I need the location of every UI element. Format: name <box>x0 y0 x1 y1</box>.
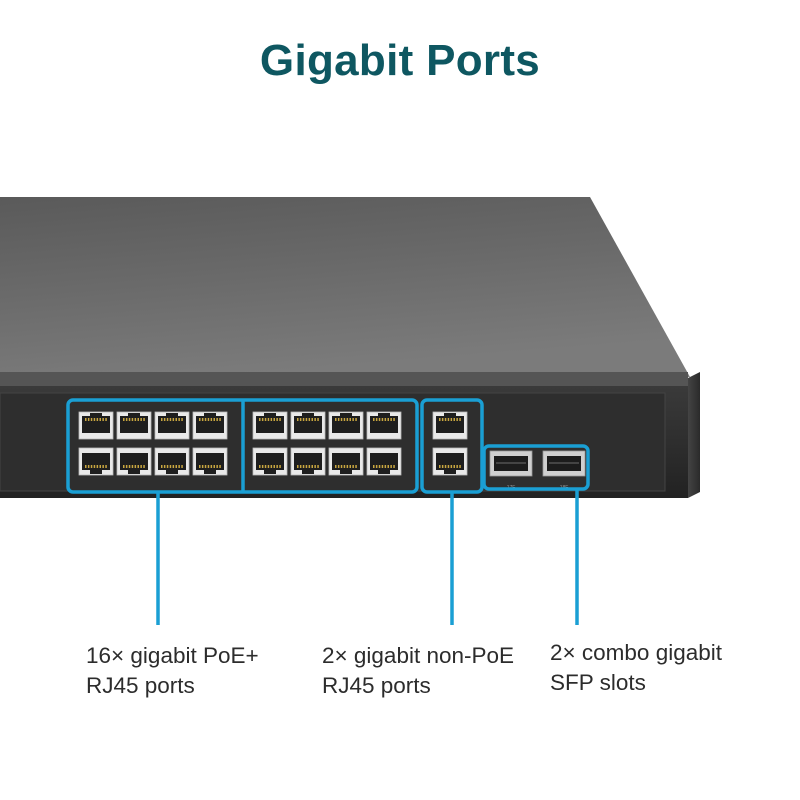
rj45-port <box>290 447 326 476</box>
rj45-port <box>192 411 228 440</box>
rj45-port <box>432 447 468 476</box>
poe-ports-label: 16× gigabit PoE+ RJ45 ports <box>86 641 259 701</box>
poe-label-line2: RJ45 ports <box>86 673 195 698</box>
switch-top-surface <box>0 197 690 377</box>
callout-lines <box>156 489 579 625</box>
rj45-port <box>432 411 468 440</box>
nonpoe-label-line2: RJ45 ports <box>322 673 431 698</box>
sfp-label-line2: SFP slots <box>550 670 646 695</box>
rj45-port-grid <box>78 411 468 476</box>
sfp-highlight-box <box>482 444 590 491</box>
rj45-port <box>328 447 364 476</box>
switch-side <box>688 372 700 498</box>
rj45-port <box>154 447 190 476</box>
rj45-port <box>328 411 364 440</box>
sfp-slot: 17F <box>489 450 533 491</box>
rj45-port <box>116 411 152 440</box>
rj45-port <box>366 447 402 476</box>
rj45-port <box>154 411 190 440</box>
rj45-port <box>366 411 402 440</box>
poe-label-line1: 16× gigabit PoE+ <box>86 643 259 668</box>
rj45-port <box>252 411 288 440</box>
rj45-port <box>252 447 288 476</box>
nonpoe-ports-label: 2× gigabit non-PoE RJ45 ports <box>322 641 514 701</box>
sfp-slots-label: 2× combo gigabit SFP slots <box>550 638 722 698</box>
rj45-port <box>290 411 326 440</box>
rj45-port <box>192 447 228 476</box>
nonpoe-label-line1: 2× gigabit non-PoE <box>322 643 515 668</box>
page-title: Gigabit Ports <box>259 36 541 85</box>
rj45-port <box>78 411 114 440</box>
rj45-port <box>78 447 114 476</box>
switch-top-lip <box>0 372 688 388</box>
sfp-label-line1: 2× combo gigabit <box>550 640 722 665</box>
highlight-boxes <box>66 398 590 494</box>
rj45-port <box>116 447 152 476</box>
